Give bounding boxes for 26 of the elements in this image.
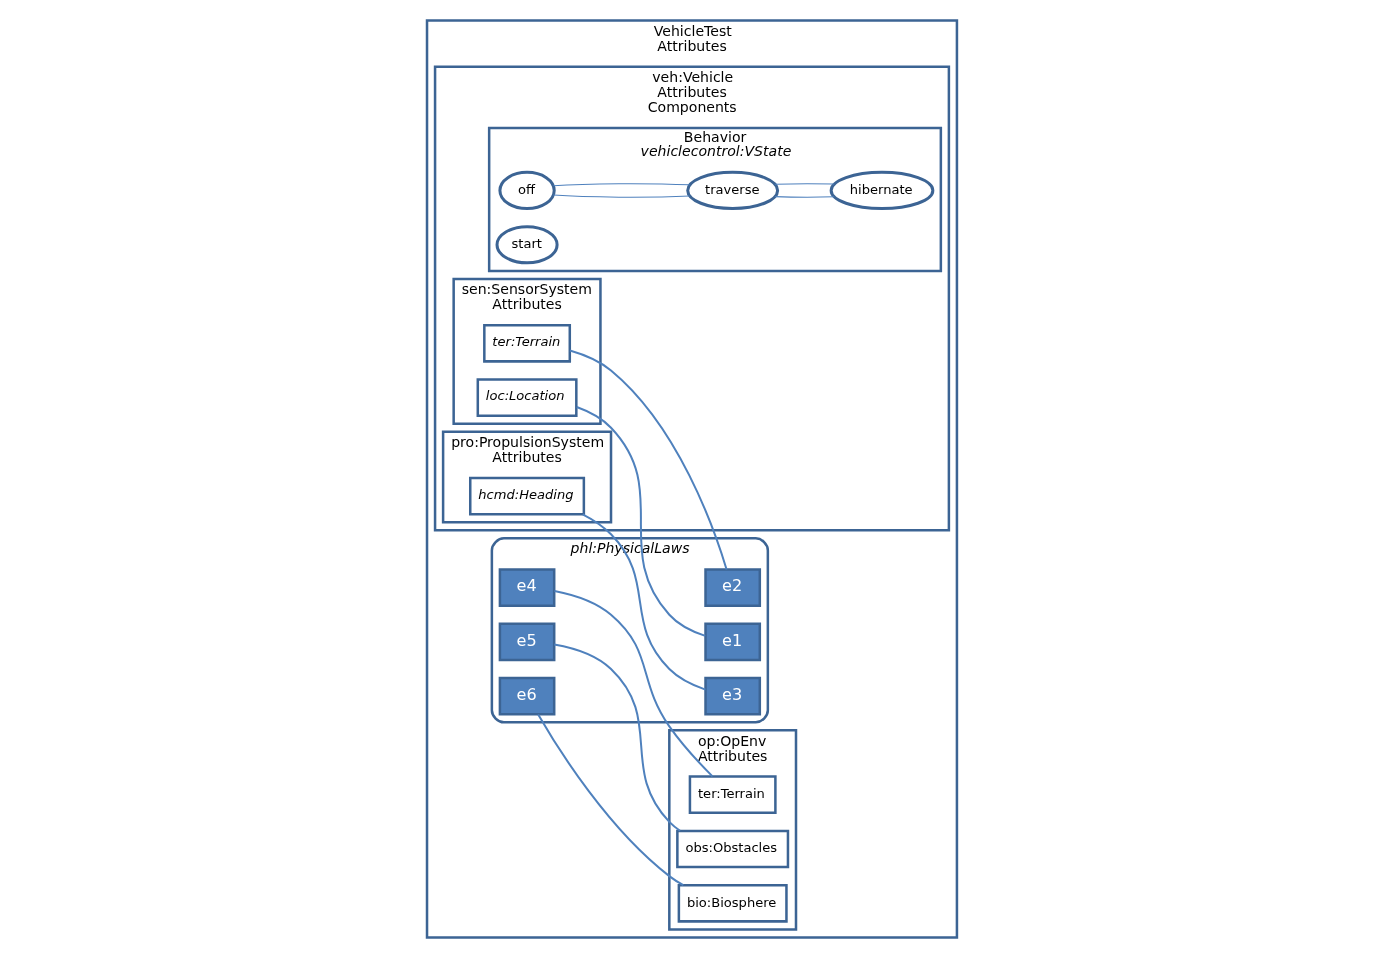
connector: [552, 183, 690, 187]
node-box: e2: [703, 568, 761, 607]
connector: [536, 713, 684, 887]
connector: [575, 406, 706, 637]
node-ellipse: off: [497, 170, 556, 211]
connector: [774, 183, 835, 185]
connector: [552, 194, 690, 198]
connector: [581, 513, 706, 691]
node-box: bio:Biosphere: [677, 883, 788, 923]
node-ellipse: traverse: [685, 170, 779, 211]
node-box: hcmd:Heading: [468, 476, 585, 516]
node-box: e1: [703, 622, 761, 662]
node-box: loc:Location: [476, 378, 578, 417]
connector: [553, 589, 713, 778]
node-box: ter:Terrain: [482, 323, 571, 363]
node-ellipse: start: [495, 225, 559, 265]
node-box: e5: [498, 622, 555, 662]
connector: [569, 349, 728, 570]
node-box: ter:Terrain: [688, 775, 777, 815]
connector: [553, 643, 681, 832]
connector: [774, 196, 835, 198]
node-box: e4: [498, 568, 555, 607]
node-box: obs:Obstacles: [675, 829, 789, 869]
node-box: e6: [498, 676, 555, 716]
node-box: e3: [703, 676, 761, 716]
node-ellipse: hibernate: [829, 170, 934, 211]
